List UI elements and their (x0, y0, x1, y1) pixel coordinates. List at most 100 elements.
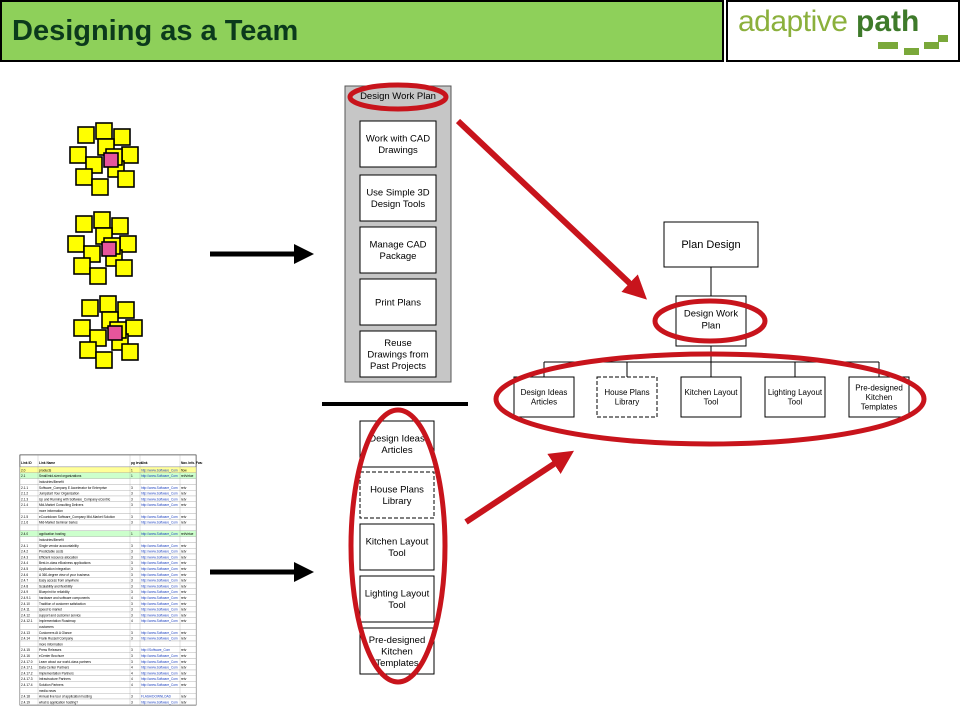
spreadsheet-cell: retv (181, 544, 187, 548)
sticky-note (75, 168, 93, 186)
content-list-item-label: Templates (375, 658, 419, 669)
tree-leaf-label: Pre-designed (855, 383, 903, 392)
spreadsheet-cell: retv (181, 590, 187, 594)
spreadsheet-cell: 2.4.9 (21, 590, 28, 594)
spreadsheet-cell: 1 (131, 468, 133, 472)
spreadsheet-cell: retv (181, 613, 187, 617)
spreadsheet-cell: retv (181, 660, 187, 664)
spreadsheet-cell: retv (181, 596, 187, 600)
spreadsheet-header-cell: pg level (131, 461, 143, 465)
spreadsheet-cell: 3 (131, 515, 133, 519)
content-list-item-label: Kitchen Layout (366, 537, 429, 548)
work-plan-item (359, 174, 437, 222)
spreadsheet-cell: 3 (131, 544, 133, 548)
tree-mid-label: Plan (701, 320, 720, 331)
spreadsheet-cell: 3 (131, 660, 133, 664)
spreadsheet-cell: retv (181, 619, 187, 623)
spreadsheet-cell: Scalability and flexibility (39, 584, 73, 588)
tree-leaf-label: Templates (861, 402, 897, 411)
spreadsheet-cell: 4 (131, 666, 133, 670)
sticky-note (77, 126, 95, 144)
spreadsheet-cell: http://www.Software_Com (141, 590, 178, 594)
spreadsheet-cell: http://www.Software_Com (141, 515, 178, 519)
spreadsheet-cell: http://www.Software_Com (141, 486, 178, 490)
spreadsheet-row (19, 698, 197, 705)
work-plan-title: Design Work Plan (360, 91, 436, 102)
spreadsheet-cell: http://www.Software_Com (141, 579, 178, 583)
spreadsheet-cell: ret/virtue (181, 532, 194, 536)
spreadsheet-cell: 2.4.8 (21, 584, 28, 588)
spreadsheet-cell: http://www.Software_Com (141, 602, 178, 606)
sticky-note (67, 235, 85, 253)
content-list-item-label: Library (382, 496, 411, 507)
spreadsheet-cell: http://www.Software_Com (141, 468, 178, 472)
spreadsheet-cell: Implementation Partners (39, 671, 74, 675)
spreadsheet-cell: 2.4.5 (21, 567, 28, 571)
tree-leaf-box (764, 376, 826, 418)
spreadsheet-cell: 3 (131, 613, 133, 617)
spreadsheet-cell: speed to market (39, 608, 62, 612)
spreadsheet-cell: http://www.Software_Com (141, 503, 178, 507)
title-bar: Designing as a Team (0, 0, 724, 62)
spreadsheet-cell: flow (181, 468, 187, 472)
work-plan-item (359, 330, 437, 378)
spreadsheet-cell: 2.4.16 (21, 654, 30, 658)
content-list-item (359, 575, 435, 623)
spreadsheet-cell: FLASH/DOWNLOAD (141, 695, 172, 699)
spreadsheet-cell: retv (181, 683, 187, 687)
sticky-note (79, 341, 97, 359)
spreadsheet-cell: retv (181, 573, 187, 577)
sticky-note (89, 267, 107, 285)
spreadsheet-header-cell: Nav. Info. Fwu (181, 461, 202, 465)
spreadsheet-cell: retv (181, 584, 187, 588)
content-list-item-label: Tool (388, 548, 405, 559)
content-list-item-label: Pre-designed (369, 635, 426, 646)
spreadsheet-cell: Learn about our world-class partners (39, 660, 91, 664)
spreadsheet-cell: Tradition of customer satisfaction (39, 602, 86, 606)
spreadsheet-cell: http://www.Software_Com (141, 619, 178, 623)
content-list-item (359, 471, 435, 519)
page-title: Designing as a Team (12, 15, 299, 47)
spreadsheet-cell: Data Center Partners (39, 666, 70, 670)
highlight-ellipse-icon (348, 407, 448, 685)
spreadsheet-cell: 3 (131, 631, 133, 635)
sticky-note (111, 217, 129, 235)
spreadsheet-cell: 2.4.19 (21, 700, 30, 704)
work-plan-item-label: Use Simple 3D (366, 188, 429, 199)
tree-leaf-label: Tool (704, 398, 719, 407)
spreadsheet-cell: Blueprint for reliability (39, 590, 70, 594)
sticky-note (117, 170, 135, 188)
spreadsheet-cell: 3 (131, 561, 133, 565)
spreadsheet-cell: retv (181, 602, 187, 606)
spreadsheet-cell: retv (181, 567, 187, 571)
sticky-note (121, 343, 139, 361)
spreadsheet-cell: http://www.Software_Com (141, 521, 178, 525)
spreadsheet-cell: retv (181, 648, 187, 652)
spreadsheet-cell: http://www.Software_Com (141, 608, 178, 612)
spreadsheet-cell: retv (181, 561, 187, 565)
spreadsheet-cell: Implementation Roadmap (39, 619, 76, 623)
spreadsheet-cell: 2.1.4 (21, 503, 28, 507)
sticky-note (113, 128, 131, 146)
highlight-ellipse-icon (652, 298, 768, 344)
spreadsheet-cell: 2.4.12.1 (21, 619, 33, 623)
sticky-note (81, 299, 99, 317)
spreadsheet-cell: 3 (131, 654, 133, 658)
spreadsheet-cell: 3 (131, 590, 133, 594)
spreadsheet-cell: 3 (131, 521, 133, 525)
spreadsheet-cell: http://www.Software_Com (141, 573, 178, 577)
spreadsheet-cell: 4 (131, 671, 133, 675)
spreadsheet-cell: retv (181, 579, 187, 583)
spreadsheet-header-cell: Link ID (21, 461, 32, 465)
tree-leaf-label: Articles (531, 398, 557, 407)
spreadsheet-cell: retv (181, 637, 187, 641)
sticky-note (73, 319, 91, 337)
sticky-note (95, 122, 113, 140)
spreadsheet-cell: http://www.Software_Com (141, 666, 178, 670)
spreadsheet-cell: 2.4.2 (21, 550, 28, 554)
spreadsheet-cell: retv (181, 521, 187, 525)
spreadsheet-cell: retv (181, 666, 187, 670)
spreadsheet-cell: 2.1.2 (21, 492, 28, 496)
